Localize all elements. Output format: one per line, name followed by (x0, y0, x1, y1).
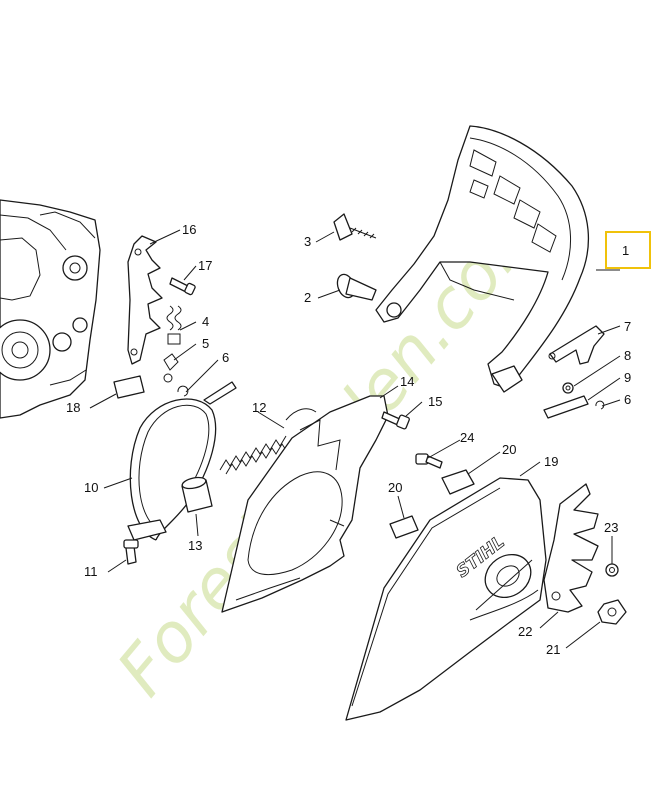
part-19-sprocket-cover: STIHL (345, 477, 547, 721)
part-20-nut-left (389, 515, 419, 539)
label-part-5: 5 (202, 336, 209, 351)
part-20-nut-top (441, 469, 475, 495)
part-24-screw (415, 453, 443, 469)
part-22-bumper-spike (543, 483, 599, 613)
label-part-7: 7 (624, 319, 631, 334)
highlight-box (605, 231, 651, 269)
label-part-15: 15 (428, 394, 442, 409)
label-part-8: 8 (624, 348, 631, 363)
label-part-2: 2 (304, 290, 311, 305)
label-part-9: 9 (624, 370, 631, 385)
part-2-bushing (336, 273, 377, 301)
part-17-screw (169, 277, 196, 296)
label-part-3: 3 (304, 234, 311, 249)
part-11-screw (123, 539, 139, 565)
label-part-6-right: 6 (624, 392, 631, 407)
label-part-10: 10 (84, 480, 98, 495)
part-1-hand-guard (375, 125, 589, 393)
part-3-screw (333, 213, 377, 241)
part-23-nut (605, 563, 619, 577)
part-16-bumper-spike (127, 235, 163, 365)
label-part-24: 24 (460, 430, 474, 445)
label-part-16: 16 (182, 222, 196, 237)
part-14-cover-plate (221, 395, 389, 613)
part-21-nut (597, 599, 627, 625)
label-part-20-left: 20 (388, 480, 402, 495)
label-part-11: 11 (84, 564, 98, 579)
label-part-12: 12 (252, 400, 266, 415)
part-5-spring (163, 353, 179, 383)
label-part-21: 21 (546, 642, 560, 657)
label-part-20-top: 20 (502, 442, 516, 457)
label-part-18: 18 (66, 400, 80, 415)
label-part-22: 22 (518, 624, 532, 639)
part-6-e-clip-right (595, 400, 605, 410)
part-6-e-clip-left (177, 385, 189, 397)
engine-housing (0, 199, 101, 419)
part-12-spring (219, 408, 317, 475)
label-part-14: 14 (400, 374, 414, 389)
leader-lines (89, 229, 621, 649)
part-18-plate (113, 375, 145, 399)
part-4-spring (166, 305, 182, 345)
label-part-13: 13 (188, 538, 202, 553)
part-13-sleeve (181, 476, 213, 513)
part-7-lever (548, 325, 605, 365)
part-9-link (543, 395, 589, 419)
label-part-23: 23 (604, 520, 618, 535)
part-10-brake-band (127, 381, 237, 541)
label-part-6-left: 6 (222, 350, 229, 365)
label-part-4: 4 (202, 314, 209, 329)
label-part-1: 1 (622, 243, 629, 258)
part-8-washer (562, 382, 574, 394)
part-labels: 16 17 4 5 6 18 10 11 13 12 14 15 3 2 1 7… (66, 222, 651, 657)
label-part-19: 19 (544, 454, 558, 469)
label-part-17: 17 (198, 258, 212, 273)
part-15-screw (381, 411, 410, 430)
